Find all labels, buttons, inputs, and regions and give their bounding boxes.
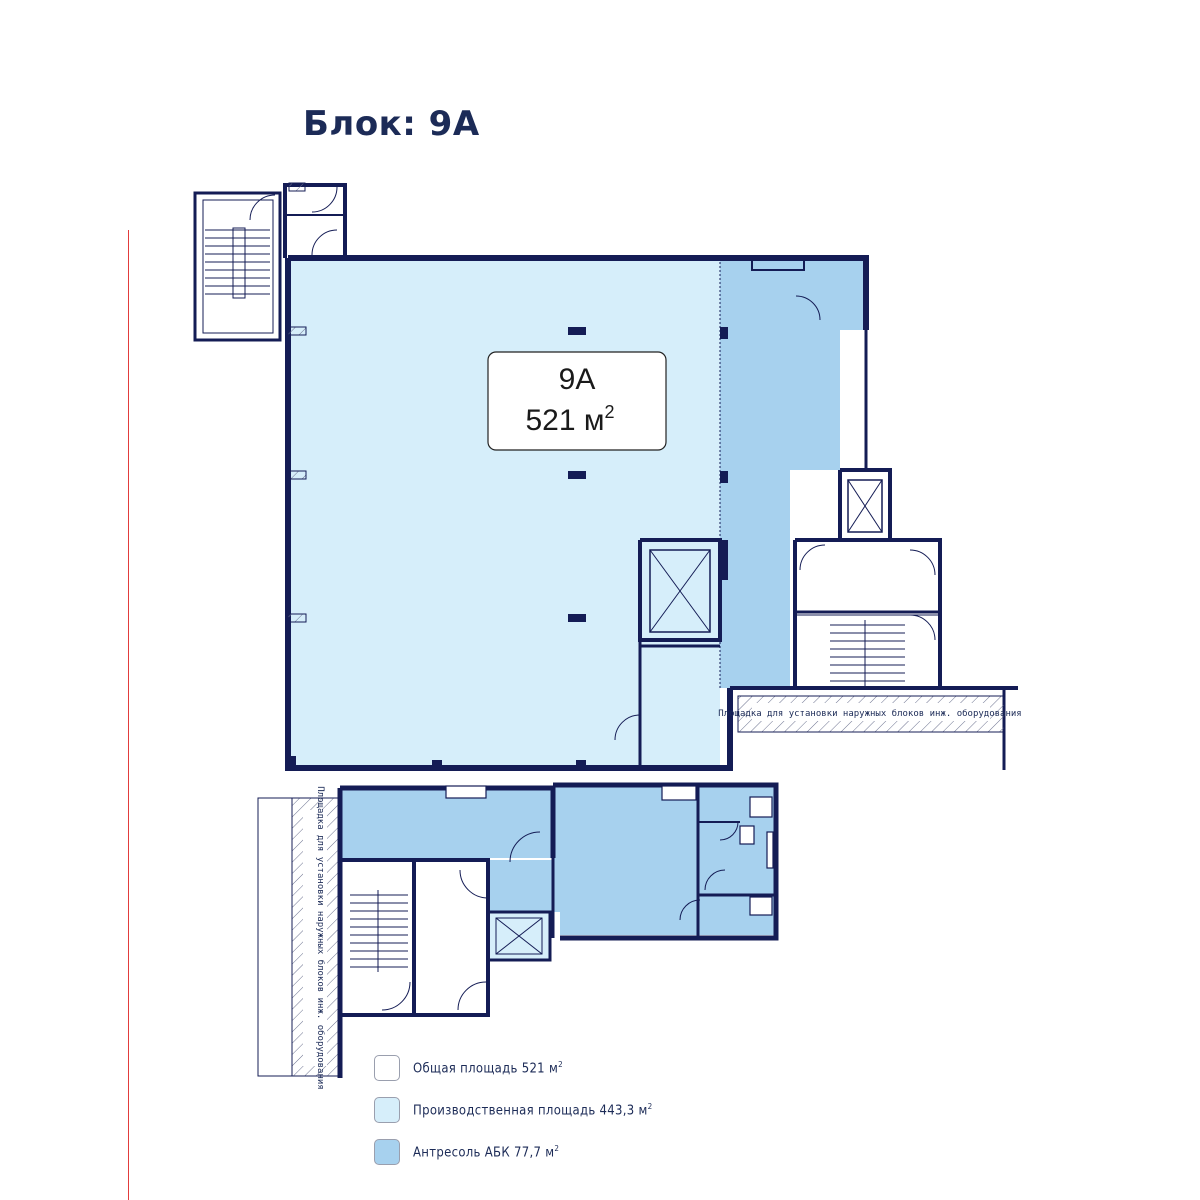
- legend-swatch-production: [374, 1097, 400, 1123]
- mezzanine-lower: [340, 788, 553, 860]
- legend-swatch-total: [374, 1055, 400, 1081]
- room-label-box: 9А 521 м2: [487, 351, 667, 451]
- legend-item-mezzanine: Антресоль АБК 77,7 м2: [374, 1139, 559, 1165]
- elevator-shaft-icon: [649, 479, 883, 633]
- elevator-lower-icon: [495, 917, 543, 955]
- fixtures-lower: [445, 785, 774, 916]
- stair-treads-left: [205, 227, 270, 299]
- stair-treads-right: [830, 620, 905, 686]
- legend-item-total: Общая площадь 521 м2: [374, 1055, 563, 1081]
- legend-item-production: Производственная площадь 443,3 м2: [374, 1097, 653, 1123]
- columns: [286, 257, 805, 768]
- upper-walls: [193, 183, 1018, 771]
- legend-label-mezzanine: Антресоль АБК 77,7 м2: [413, 1143, 560, 1161]
- outdoor-pad-lower: Площадка для установки наружных блоков и…: [257, 786, 339, 1090]
- door-arcs-upper: [249, 186, 936, 741]
- lower-walls: [337, 782, 779, 1078]
- outdoor-pad-upper: Площадка для установки наружных блоков и…: [718, 695, 1022, 733]
- block-title: Блок: 9А: [303, 104, 480, 144]
- vent-insets: [287, 182, 307, 623]
- room-name: 9А: [559, 363, 596, 396]
- pad-label-upper: Площадка для установки наружных блоков и…: [718, 708, 1021, 719]
- legend-label-total: Общая площадь 521 м2: [413, 1059, 563, 1077]
- page-margin-line: [128, 230, 129, 1200]
- legend-swatch-mezzanine: [374, 1139, 400, 1165]
- pad-label-lower: Площадка для установки наружных блоков и…: [315, 786, 326, 1089]
- mezzanine-upper: [720, 258, 866, 688]
- door-arcs-lower: [381, 821, 739, 1011]
- stair-treads-lower: [350, 890, 408, 972]
- legend-label-production: Производственная площадь 443,3 м2: [413, 1101, 653, 1119]
- room-area: 521 м2: [525, 402, 614, 437]
- side-room: [640, 646, 720, 766]
